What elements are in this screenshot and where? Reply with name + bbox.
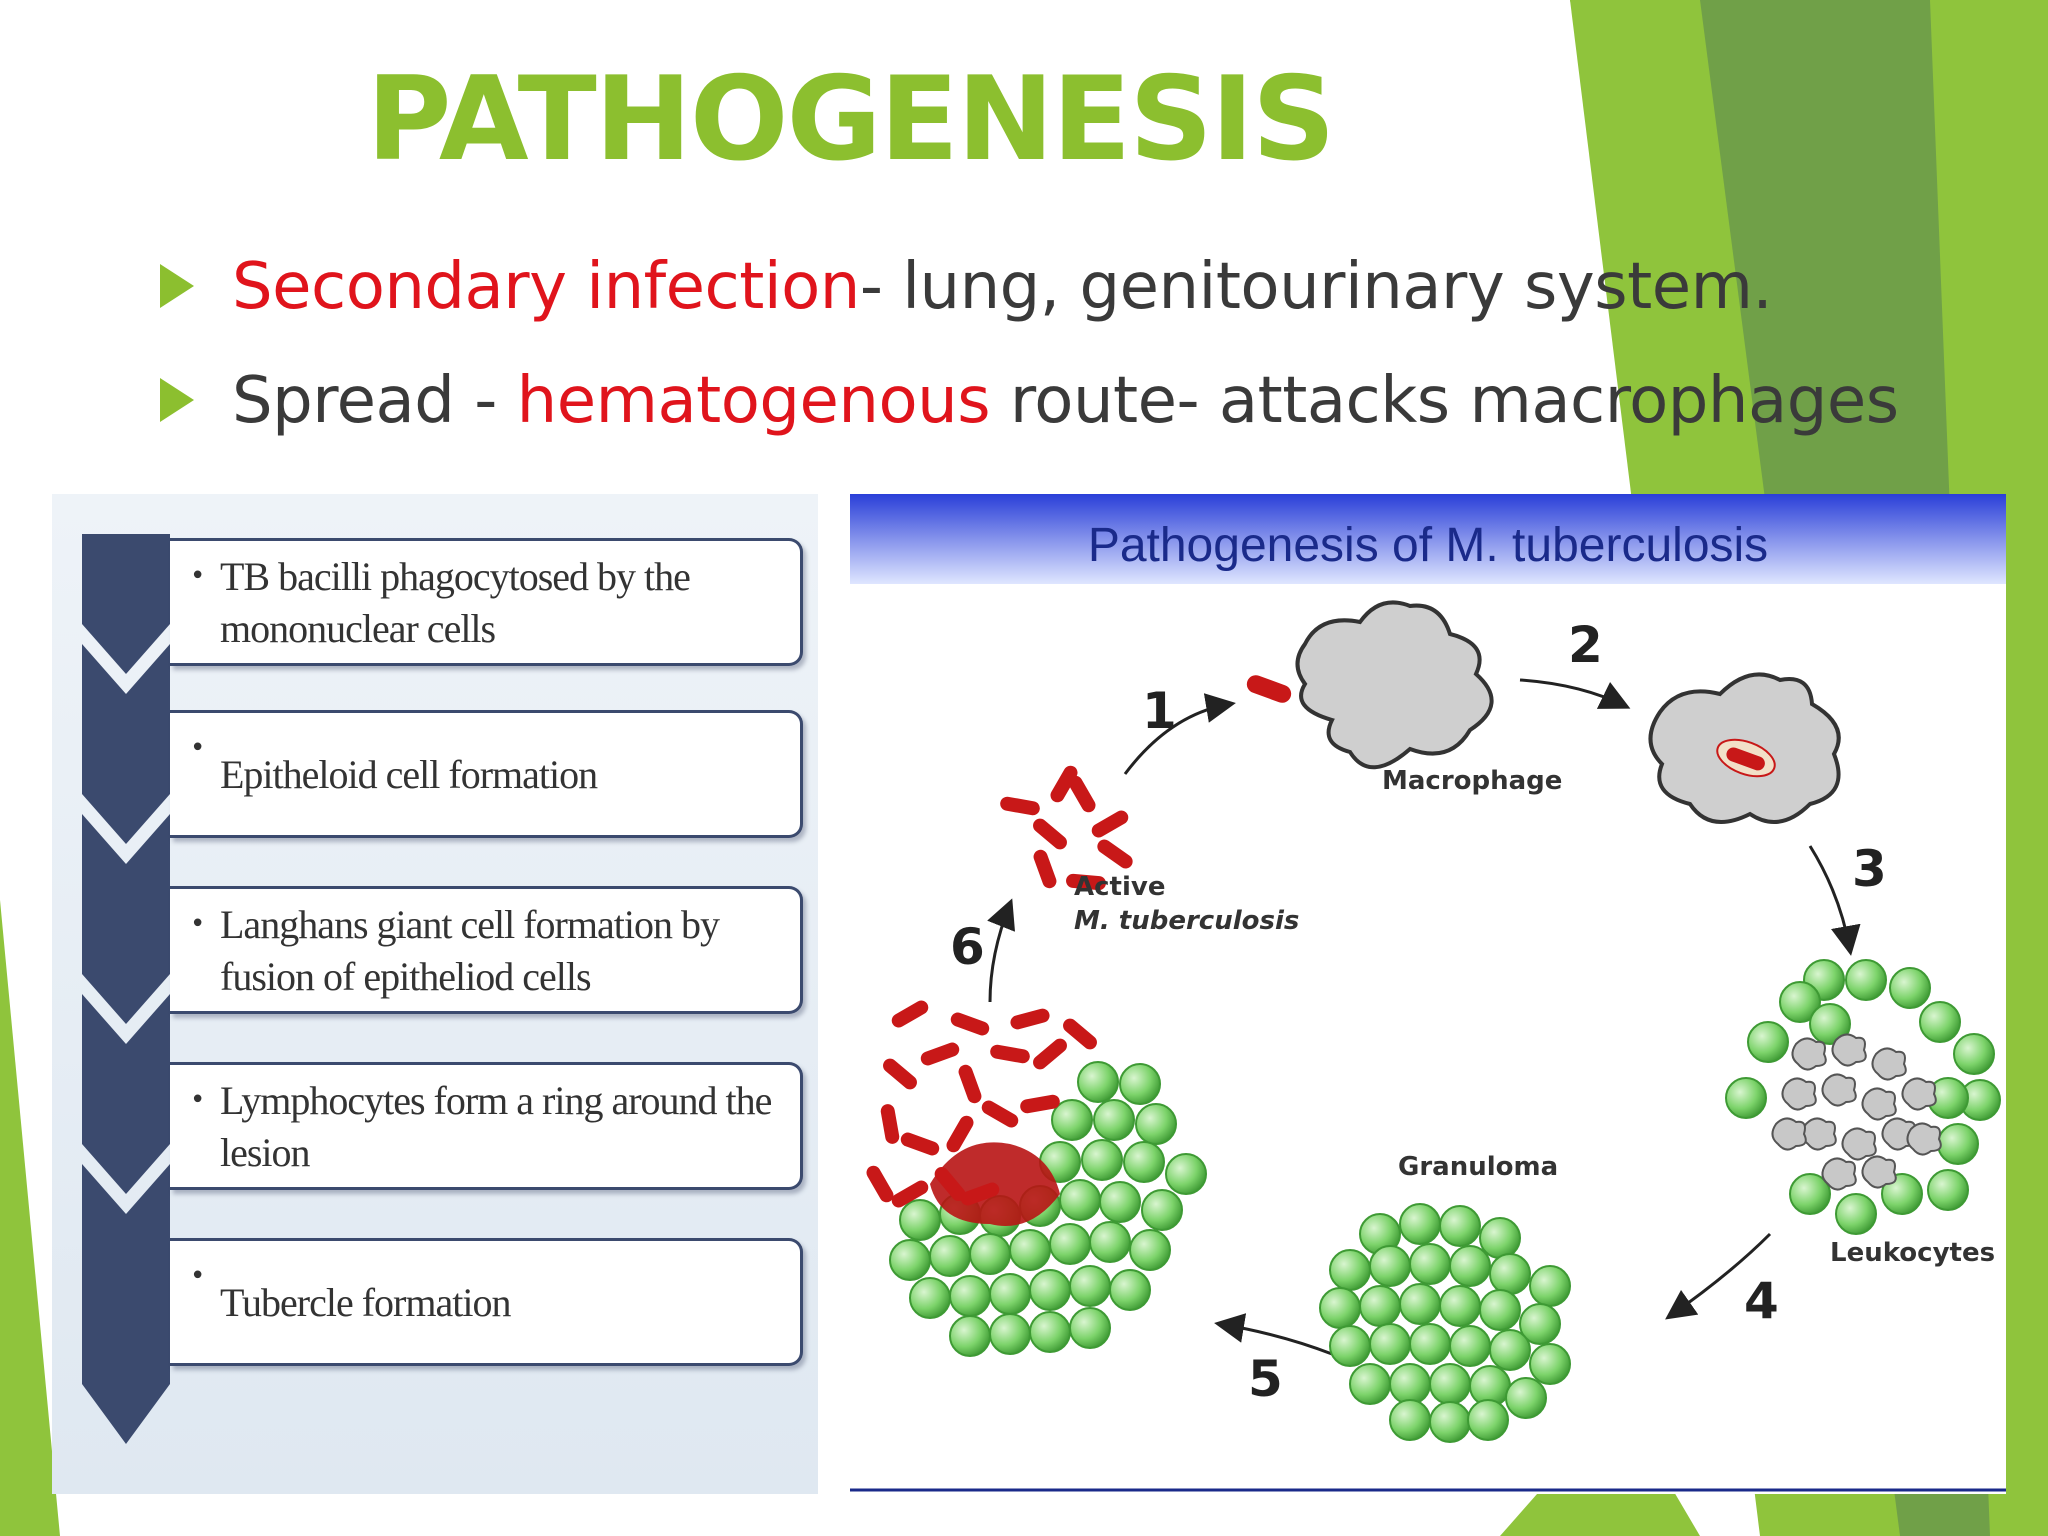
bullet-arrow-icon — [160, 378, 194, 422]
cycle-diagram: Pathogenesis of M. tuberculosis Macropha… — [850, 494, 2006, 1494]
leukocytes-cluster — [1725, 959, 2001, 1235]
flow-step-text: Lymphocytes form a ring around the lesio… — [220, 1078, 772, 1175]
label-macrophage: Macrophage — [1382, 766, 1563, 796]
flow-step-1: • TB bacilli phagocytosed by the mononucl… — [170, 538, 803, 666]
bullet-dot: • — [190, 1261, 206, 1291]
highlight-secondary-infection: Secondary infection — [232, 250, 860, 324]
bullet-arrow-icon — [160, 264, 194, 308]
macrophage-shape — [1295, 600, 1494, 770]
bullet-dot: • — [190, 733, 206, 763]
flow-step-3: • Langhans giant cell formation by fusion… — [170, 886, 803, 1014]
bullet-rest: route- attacks macrophages — [990, 364, 1899, 438]
step-number-5: 5 — [1248, 1350, 1283, 1408]
label-active: Active — [1074, 872, 1166, 902]
step-number-4: 4 — [1744, 1272, 1779, 1330]
step-number-2: 2 — [1568, 616, 1603, 674]
cycle-title: Pathogenesis of M. tuberculosis — [1087, 519, 1769, 572]
label-m-tuberculosis: M. tuberculosis — [1074, 906, 1300, 936]
step-number-3: 3 — [1852, 840, 1887, 898]
granuloma-cluster — [1319, 1203, 1571, 1443]
flowchart-chevrons — [82, 534, 170, 1444]
flow-step-text: Langhans giant cell formation by fusion … — [220, 902, 720, 999]
bullet-text: Secondary infection- lung, genitourinary… — [232, 250, 1773, 324]
bullet-dot: • — [190, 1085, 206, 1115]
bullet-dot: • — [190, 909, 206, 939]
bullet-text: Spread - hematogenous route- attacks mac… — [232, 364, 1899, 438]
bullet-lead: Spread - — [232, 364, 517, 438]
flow-step-4: • Lymphocytes form a ring around the lesi… — [170, 1062, 803, 1190]
bullet-dot: • — [190, 561, 206, 591]
highlight-hematogenous: hematogenous — [516, 364, 991, 438]
step-number-1: 1 — [1142, 682, 1177, 740]
flow-step-text: TB bacilli phagocytosed by the mononucle… — [220, 554, 691, 651]
bullet-rest: - lung, genitourinary system. — [859, 250, 1773, 324]
ruptured-granuloma-cluster — [863, 997, 1207, 1357]
flow-step-text: Epitheloid cell formation — [220, 752, 598, 797]
flow-step-2: • Epitheloid cell formation — [170, 710, 803, 838]
label-granuloma: Granuloma — [1398, 1152, 1559, 1182]
step-number-6: 6 — [950, 918, 985, 976]
flow-step-5: • Tubercle formation — [170, 1238, 803, 1366]
cycle-illustration — [850, 494, 2006, 1492]
flowchart-panel: • TB bacilli phagocytosed by the mononucl… — [52, 494, 818, 1494]
flow-step-text: Tubercle formation — [220, 1280, 511, 1325]
label-leukocytes: Leukocytes — [1830, 1238, 1996, 1268]
slide-title: PATHOGENESIS — [366, 52, 1336, 187]
cycle-title-bar — [850, 494, 2006, 584]
